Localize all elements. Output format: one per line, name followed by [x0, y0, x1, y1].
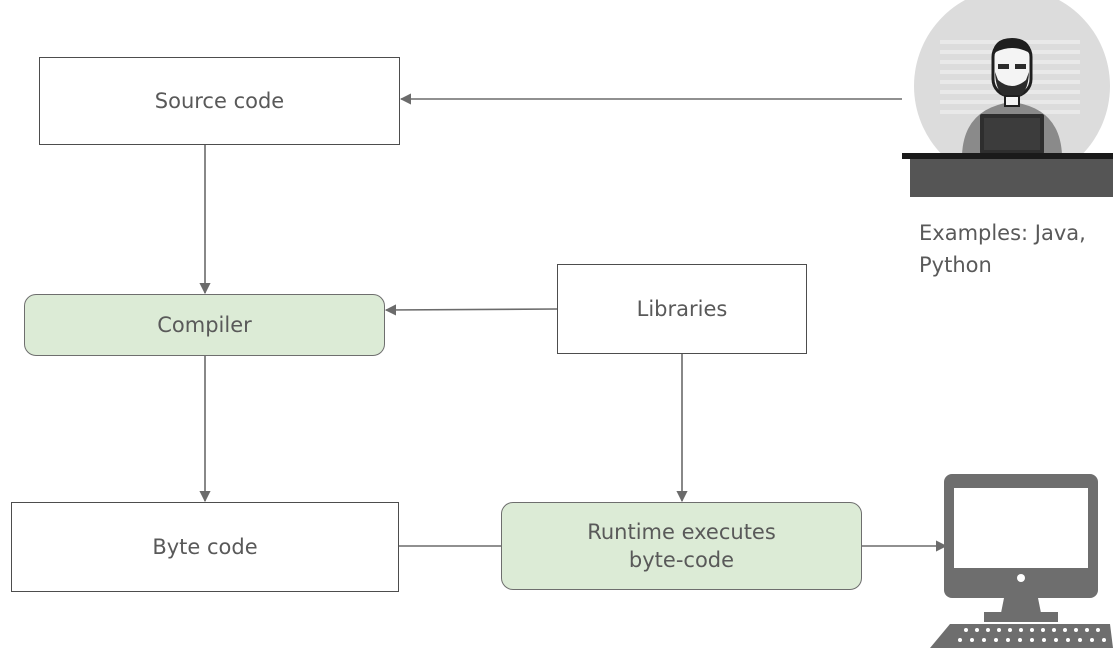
caption-line-2: Python — [919, 252, 992, 277]
node-runtime-label-line1: Runtime executes — [587, 519, 776, 544]
node-libraries-label: Libraries — [636, 296, 728, 321]
node-source-code: Source code — [39, 57, 400, 145]
node-libraries: Libraries — [557, 264, 807, 354]
node-byte-code-label: Byte code — [152, 534, 258, 559]
node-runtime-label: Runtime executes byte-code — [587, 518, 776, 575]
node-runtime-label-line2: byte-code — [628, 548, 735, 572]
node-compiler-label: Compiler — [157, 312, 252, 337]
caption-examples: Examples: Java, Python — [919, 218, 1113, 281]
arrow-libraries-to-compiler — [384, 304, 558, 316]
caption-line-1: Examples: Java, — [919, 221, 1086, 245]
node-byte-code: Byte code — [11, 502, 399, 592]
node-compiler: Compiler — [24, 294, 385, 356]
programmer-illustration-icon — [902, 0, 1113, 197]
node-runtime: Runtime executes byte-code — [501, 502, 862, 590]
computer-illustration-icon — [930, 474, 1113, 648]
node-source-code-label: Source code — [154, 88, 285, 113]
